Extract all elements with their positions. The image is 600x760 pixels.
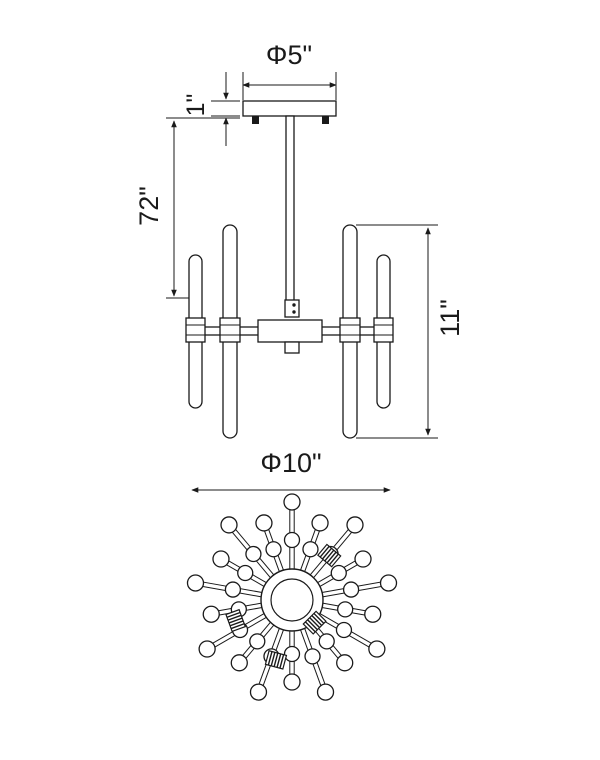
canopy-height-label: 1": [182, 94, 210, 117]
arm-6-bulb-outer: [368, 640, 386, 658]
fixture-height-dimension: 11": [356, 224, 465, 439]
arm-3-bulb-outer: [354, 550, 372, 568]
canopy-diameter-label: Φ5": [266, 40, 312, 70]
bottom-view: [186, 493, 398, 701]
arm-4-bulb-inner: [342, 581, 360, 598]
arm-14-bulb-outer: [186, 574, 205, 592]
rod-coupler: [284, 299, 300, 318]
bulb-holder-0-rib: [319, 545, 330, 558]
arm-1-bulb-inner: [302, 541, 319, 558]
bulb-holder-3: [302, 610, 327, 635]
bulb-holder-1-rib: [229, 620, 244, 627]
arm-15-bulb-outer: [212, 550, 230, 568]
arm-15-bulb-inner: [237, 564, 254, 582]
hub-inner-ring: [270, 578, 314, 622]
bulb-holder-2: [264, 650, 288, 670]
collar-inner-left: [219, 317, 241, 343]
arm-4-bulb-outer: [379, 574, 398, 592]
rod-length-dimension: 72": [134, 117, 240, 299]
fixture-diameter-label: Φ10": [260, 448, 321, 478]
bulb-holder-0-rib: [328, 553, 339, 566]
bulb-holder-2-rib: [267, 651, 273, 666]
bulb-holder-2-rib: [276, 653, 282, 668]
rod-length-label: 72": [134, 186, 164, 226]
bulb-holder-3-rib: [307, 619, 318, 631]
bulb-holder-1-rib: [230, 623, 245, 630]
bulb-holder-0-rib: [324, 549, 335, 562]
bulb-holder-3-rib: [309, 617, 321, 629]
bulb-holder-2-rib: [279, 654, 285, 669]
down-rod: [285, 115, 295, 302]
arm-0-bulb-outer: [283, 493, 301, 511]
arm-16-bulb-outer: [220, 516, 238, 534]
bulb-holder-1-rib: [226, 611, 241, 618]
bulb-holder-2-rib: [273, 652, 279, 667]
canopy-diameter-dimension: Φ5": [242, 40, 337, 100]
bulb-holder-0-rib: [326, 551, 337, 564]
collar-outer-left: [185, 317, 206, 343]
arm-11-bulb-inner: [249, 633, 266, 650]
side-view: [185, 100, 394, 439]
canopy-screw-right: [322, 116, 329, 124]
bulb-holder-3-rib: [311, 615, 323, 626]
collar-inner-right: [339, 317, 361, 343]
arm-9-bulb-inner: [283, 645, 301, 663]
arm-2-bulb-outer: [346, 516, 364, 534]
arm-1-bulb-outer: [311, 514, 329, 532]
arm-6-bulb-inner: [335, 621, 353, 639]
arm-13-bulb-outer: [202, 605, 220, 623]
bulb-holder-0-rib: [321, 547, 333, 560]
arm-9-bulb-outer: [283, 673, 301, 691]
arm-8-bulb-outer: [316, 683, 335, 701]
collar-outer-right: [373, 317, 394, 343]
arm-16-bulb-inner: [245, 545, 262, 563]
bulb-holder-1-rib: [227, 614, 242, 621]
bulb-holder-3-rib: [304, 621, 316, 633]
hub-finial: [284, 341, 300, 354]
arm-7-bulb-outer: [336, 654, 354, 672]
arm-5-bulb-inner: [337, 601, 354, 618]
canopy-height-dimension: 1": [182, 72, 240, 146]
arm-0-bulb-inner: [283, 531, 301, 549]
fixture-diameter-dimension: Φ10": [191, 448, 391, 493]
arm-8-bulb-inner: [304, 648, 321, 665]
arm-7-bulb-inner: [318, 633, 335, 650]
fixture-height-label: 11": [435, 299, 465, 337]
center-hub: [257, 319, 323, 343]
arm-17-bulb-outer: [255, 514, 273, 532]
arm-3-bulb-inner: [330, 564, 347, 582]
arm-11-bulb-outer: [230, 654, 248, 672]
arm-12-bulb-outer: [198, 640, 216, 658]
arm-10-bulb-outer: [249, 683, 268, 701]
canopy-screw-left: [252, 116, 259, 124]
bulb-holder-0: [317, 543, 342, 568]
arm-17-bulb-inner: [265, 541, 282, 558]
canopy-plate: [242, 100, 337, 117]
bulb-holder-1-rib: [228, 617, 243, 624]
arm-14-bulb-inner: [224, 581, 242, 598]
bulb-holder-1: [225, 608, 247, 633]
bulb-holder-3-rib: [313, 612, 325, 624]
bulb-holder-2-rib: [270, 652, 276, 667]
arm-5-bulb-outer: [364, 605, 382, 623]
